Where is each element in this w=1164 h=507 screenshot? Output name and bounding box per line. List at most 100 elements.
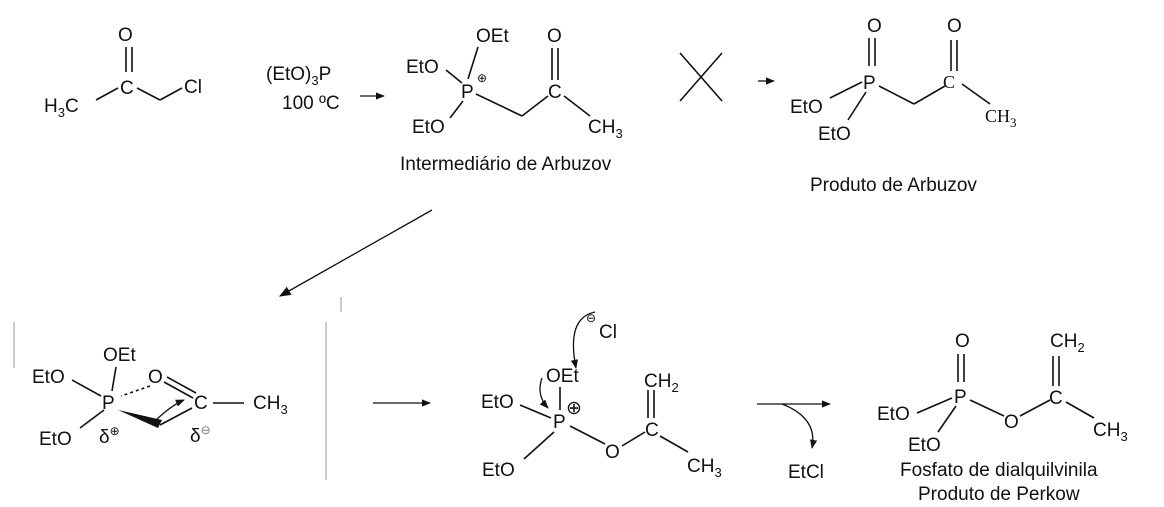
carbonyl-c-label-3: C [943, 72, 955, 92]
eto-label-8: EtO [482, 460, 515, 481]
oet-label-3: OEt [546, 366, 579, 387]
po-oxygen-label: O [867, 16, 882, 37]
p-ch2-bond [475, 93, 523, 117]
phosphoryl-o-label: O [955, 331, 970, 352]
delta-minus: δ⊖ [190, 423, 211, 447]
vinyl-phosphonium: Cl ⊖ OEt EtO P ⊕ EtO O C CH2 CH3 [481, 311, 722, 481]
eto-label-10: EtO [908, 435, 941, 456]
o-c-bond-3 [1019, 399, 1051, 417]
temperature-label: 100 ºC [282, 93, 340, 114]
p-o-bond-2 [969, 399, 1005, 417]
p-eto-bond-4 [847, 91, 867, 121]
c-ch3-bond-5 [1065, 401, 1095, 419]
p-eto-bond-8 [523, 431, 555, 460]
arbuzov-intermediate: OEt EtO EtO P ⊕ C O CH3 Intermediário de… [400, 26, 623, 175]
p-o-bond [569, 425, 606, 445]
ch3-label-5: CH3 [1093, 420, 1128, 444]
chlorine-label: Cl [184, 77, 202, 98]
curved-arrow-2 [570, 311, 596, 369]
ch2-label-2: CH2 [1050, 331, 1085, 355]
curved-arrow-4 [781, 403, 818, 449]
carbonyl-c-label-2: C [548, 82, 562, 103]
phosphorus-label-4: P [553, 412, 566, 433]
eto-label-4: EtO [818, 124, 851, 145]
perkow-product: O P EtO EtO O C CH2 CH3 Fosfato de dialq… [877, 331, 1128, 505]
etcl-label: EtCl [788, 462, 824, 483]
ch2-c-bond-3 [159, 407, 193, 426]
intermediate-caption: Intermediário de Arbuzov [400, 154, 612, 175]
diagonal-arrow [278, 209, 433, 297]
eto-label-2: EtO [412, 117, 445, 138]
o-c-bond-a [163, 381, 194, 399]
eto-label-7: EtO [481, 392, 514, 413]
ch2-c-bond-2 [913, 85, 946, 105]
carbonyl-o-label-3: O [947, 16, 962, 37]
p-eto-bond-7 [519, 404, 552, 419]
ester-o-label: O [605, 442, 620, 463]
ester-o-label-2: O [1004, 412, 1019, 433]
p-oet-bond [467, 46, 479, 80]
carbonyl-c-label: C [120, 78, 134, 99]
ring-o-label: O [148, 367, 163, 388]
p-oet-bond-2 [111, 366, 117, 392]
p-eto-bond-5 [71, 379, 102, 397]
chloride-label: Cl [599, 322, 617, 343]
c-ch3-bond [563, 95, 591, 117]
ch3-label: CH3 [588, 117, 623, 141]
carbonyl-o-label: O [118, 25, 133, 46]
arbuzov-product-caption: Produto de Arbuzov [810, 175, 977, 196]
eto-label-5: EtO [32, 367, 65, 388]
p-ch2-bond-2 [878, 85, 915, 105]
reagent-label: (EtO)3P [266, 64, 331, 88]
elimination-arrow: EtCl [757, 400, 831, 483]
delta-plus: δ⊕ [99, 424, 120, 448]
perkow-caption-2: Produto de Perkow [918, 484, 1080, 505]
oet-label-2: OEt [103, 345, 136, 366]
curved-arrow-3 [539, 377, 549, 409]
blocked-arrow [679, 52, 775, 102]
ch2-label: CH2 [644, 371, 679, 395]
phosphorus-label-3: P [102, 393, 115, 414]
wedge-bond-p-ch2 [118, 410, 162, 428]
positive-charge: ⊕ [477, 71, 487, 85]
o-c-bond-2 [621, 431, 646, 447]
ch3-label-3: CH3 [253, 393, 288, 417]
phosphorus-label: P [461, 82, 474, 103]
eto-label-9: EtO [877, 404, 910, 425]
ch3-label-2: CH3 [985, 106, 1017, 130]
phosphonium-charge: ⊕ [566, 398, 582, 419]
ch2-c-bond [521, 95, 549, 117]
cyclic-transition-state: OEt EtO EtO P δ⊕ O C δ⊖ CH3 [32, 345, 288, 450]
methyl-label: H3C [44, 96, 79, 120]
p-eto-bond-10 [937, 405, 957, 433]
ch3-label-4: CH3 [687, 456, 722, 480]
eto-label-1: EtO [406, 57, 439, 78]
p-eto-bond-2 [449, 100, 464, 119]
reaction-conditions: (EtO)3P 100 ºC [266, 64, 385, 114]
x-stroke-2 [679, 52, 723, 102]
chloroacetone: O C H3C Cl [44, 25, 202, 120]
methyl-c-bond [95, 87, 119, 101]
perkow-caption-1: Fosfato de dialquilvinila [900, 460, 1098, 481]
arbuzov-product: O P EtO EtO C O CH3 Produto de Arbuzov [790, 16, 1017, 196]
p-eto-bond-1 [445, 69, 463, 84]
vinyl-c-label-2: C [1049, 388, 1063, 409]
eto-label-6: EtO [39, 429, 72, 450]
eto-label-3: EtO [790, 97, 823, 118]
chloride-charge: ⊖ [586, 311, 596, 325]
phosphorus-label-2: P [863, 73, 876, 94]
p-eto-bond-9 [916, 397, 953, 414]
c-ch3-bond-4 [659, 435, 689, 453]
p-o-partial-bond [120, 385, 151, 397]
oet-label: OEt [476, 26, 509, 47]
o-c-bond-b [166, 376, 197, 394]
phosphorus-label-5: P [954, 387, 967, 408]
p-eto-bond-3 [829, 81, 863, 99]
c-ch3-bond-2 [961, 83, 991, 105]
ring-c-label: C [194, 393, 208, 414]
ch2-cl-bond [159, 87, 183, 101]
curved-arrow-1 [155, 399, 185, 421]
carbonyl-o-label-2: O [547, 26, 562, 47]
vinyl-c-label: C [645, 420, 659, 441]
